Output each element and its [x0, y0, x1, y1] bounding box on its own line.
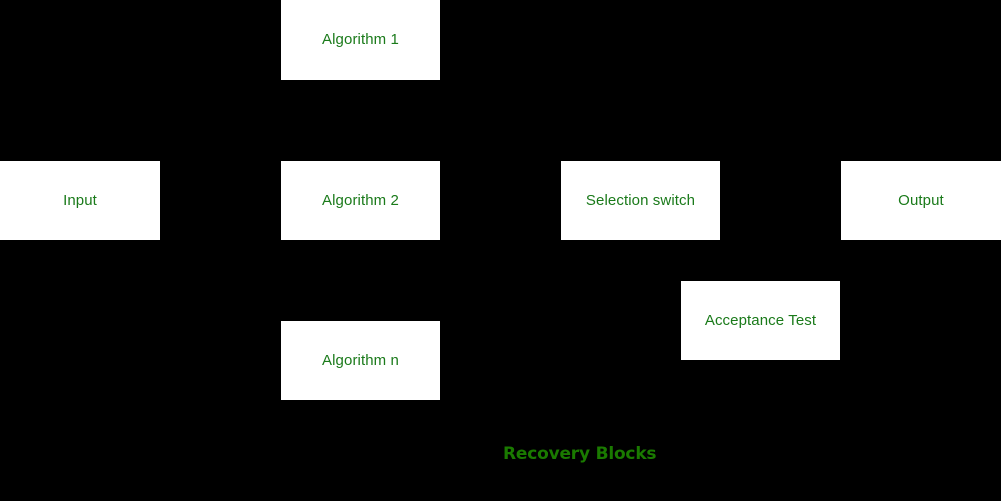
node-label-algorithm-1: Algorithm 1 — [322, 31, 399, 48]
node-label-acceptance-test: Acceptance Test — [704, 311, 817, 329]
node-algorithm-n[interactable]: Algorithm n — [281, 321, 440, 400]
node-label-algorithm-2: Algorithm 2 — [322, 191, 399, 209]
node-acceptance-test[interactable]: Acceptance Test — [681, 281, 840, 360]
node-selection-switch[interactable]: Selection switch — [561, 161, 720, 240]
node-input[interactable]: Input — [0, 161, 160, 240]
node-label-selection-switch: Selection switch — [585, 191, 696, 209]
node-label-output: Output — [898, 191, 944, 209]
node-output[interactable]: Output — [841, 161, 1001, 240]
node-algorithm-2[interactable]: Algorithm 2 — [281, 161, 440, 240]
node-label-input: Input — [63, 191, 97, 209]
diagram-caption: Recovery Blocks — [503, 444, 657, 464]
node-algorithm-1[interactable]: Algorithm 1 — [281, 0, 440, 80]
node-label-algorithm-n: Algorithm n — [322, 351, 399, 369]
